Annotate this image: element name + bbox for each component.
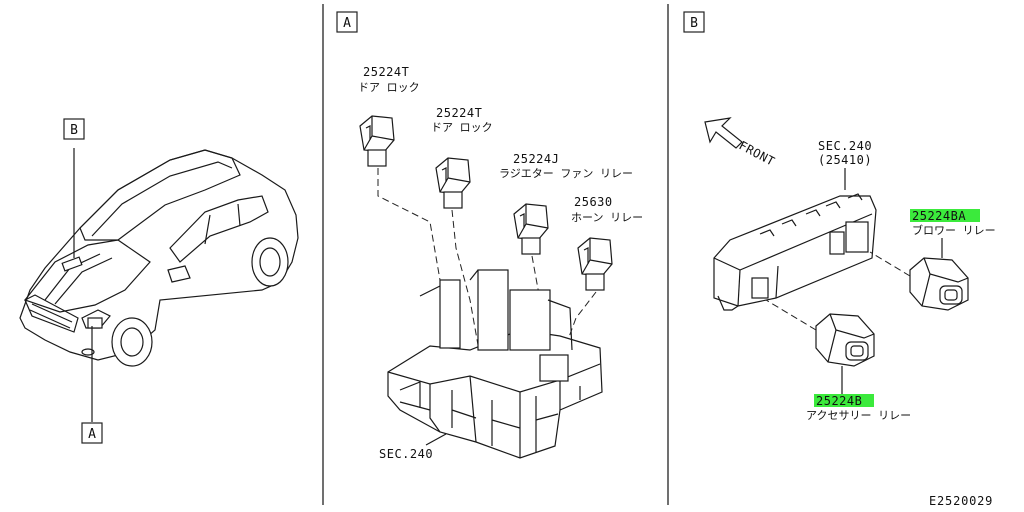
relay-accessory (815, 313, 875, 367)
front-arrow-icon (704, 117, 743, 149)
leader-accessory (765, 299, 817, 331)
callout-b-box (63, 118, 85, 140)
part-number-blower-relay: 25224BA (912, 209, 966, 223)
panel-a-tag: A (343, 16, 351, 31)
leader-door-lock-2 (451, 209, 479, 346)
relay-door-lock-1 (359, 115, 395, 167)
section-ref-b: SEC.240 (818, 139, 872, 153)
part-name-horn-relay: ホーン リレー (571, 211, 643, 224)
part-number-radiator-fan-relay: 25224J (513, 152, 559, 166)
part-number-door-lock-2: 25224T (436, 106, 482, 120)
part-name-door-lock-1: ドア ロック (358, 81, 420, 94)
leader-blower (869, 251, 911, 277)
relay-block-b (713, 193, 877, 311)
front-label: FRONT (737, 138, 778, 168)
callout-a-label: A (88, 427, 96, 442)
leader-door-lock-1 (377, 168, 447, 341)
sec-a-leader (425, 433, 447, 446)
panel-b-tag: B (690, 16, 698, 31)
relay-horn (577, 237, 613, 291)
relay-door-lock-2 (435, 157, 471, 209)
part-number-accessory-relay: 25224B (816, 394, 862, 408)
callout-a-box (81, 422, 103, 444)
highlight-blower-number (910, 209, 980, 222)
diagram-id: E2520029 (929, 494, 993, 508)
part-name-accessory-relay: アクセサリー リレー (806, 409, 911, 422)
part-number-horn-relay: 25630 (574, 195, 613, 209)
relay-block-a (387, 269, 603, 459)
callout-b-label: B (70, 123, 78, 138)
part-name-blower-relay: ブロワー リレー (912, 223, 996, 237)
part-number-door-lock-1: 25224T (363, 65, 409, 79)
vehicle-illustration (19, 149, 299, 367)
highlight-accessory-number (814, 394, 874, 407)
panel-b-tag-box (683, 11, 705, 33)
section-ref-a: SEC.240 (379, 447, 433, 461)
section-sub-b: (25410) (818, 153, 872, 167)
panel-a-tag-box (336, 11, 358, 33)
part-name-door-lock-2: ドア ロック (431, 121, 493, 134)
relay-radiator-fan (513, 203, 549, 255)
part-name-radiator-fan-relay: ラジエター ファン リレー (499, 167, 633, 180)
relay-blower (909, 257, 969, 311)
